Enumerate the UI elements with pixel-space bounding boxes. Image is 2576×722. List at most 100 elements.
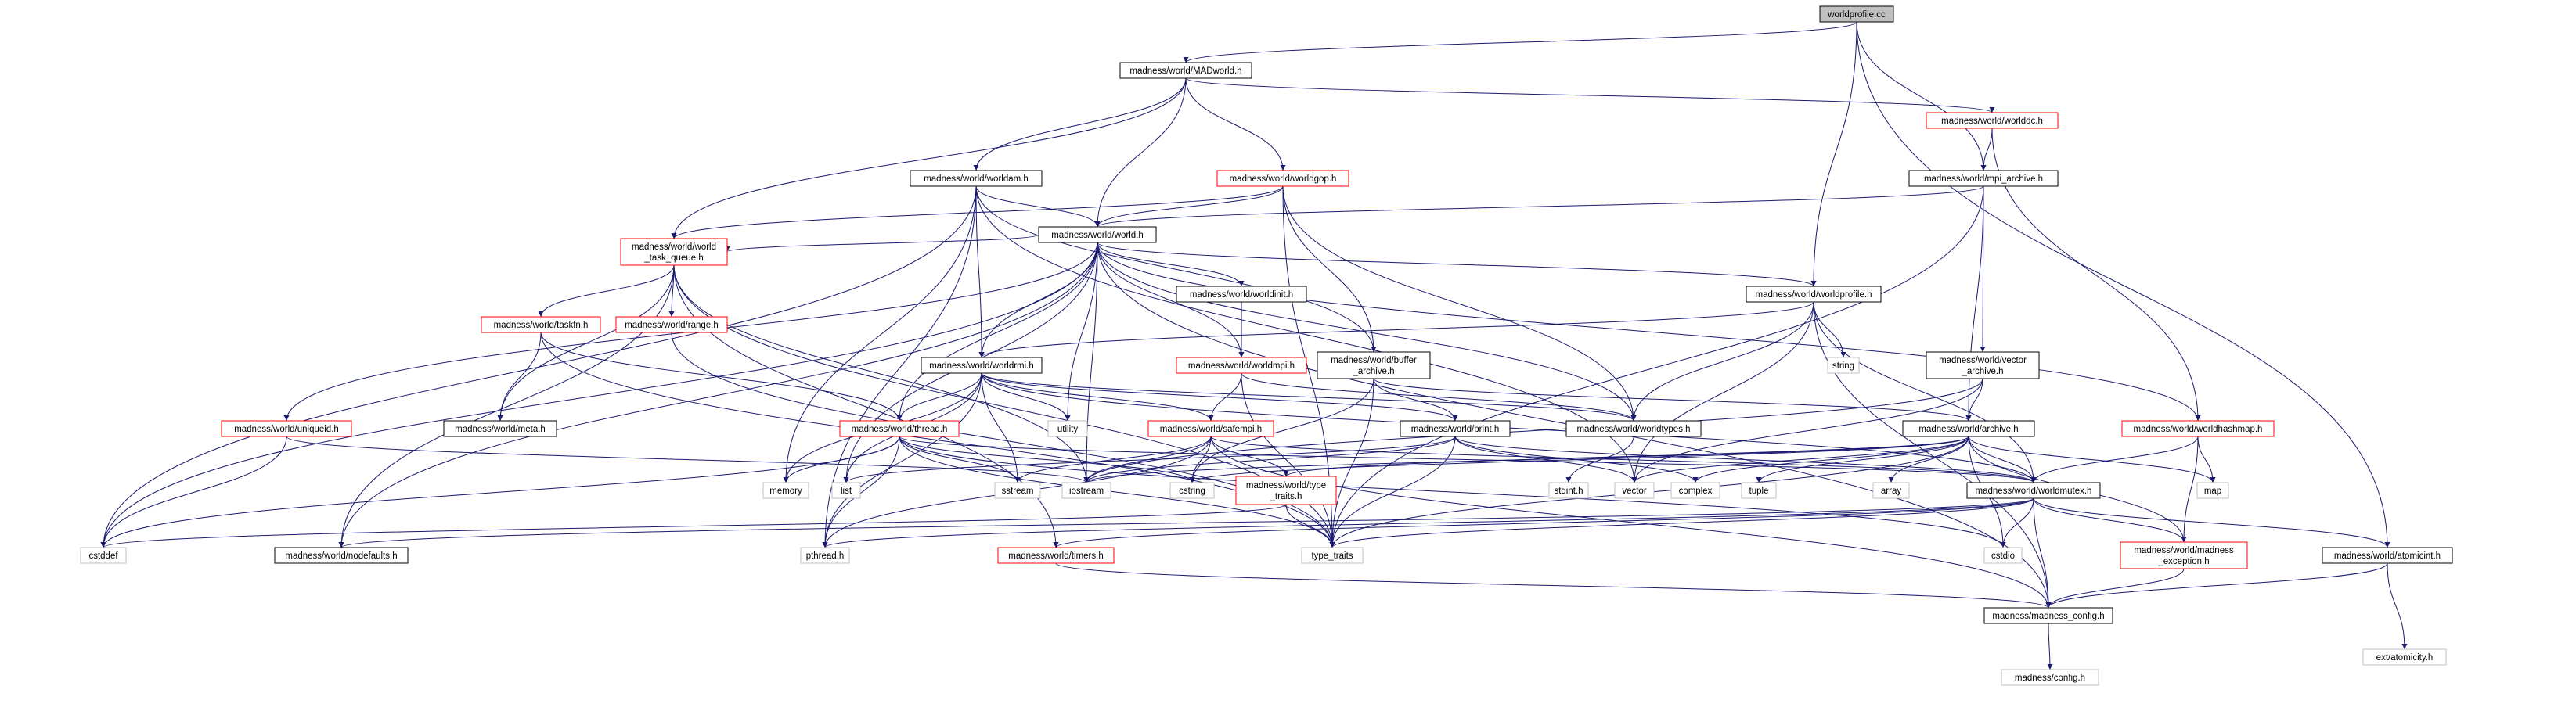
node-box bbox=[910, 170, 1043, 187]
node-nodefaults-h[interactable]: madness/world/nodefaults.h bbox=[274, 547, 409, 564]
node-type-traits-h[interactable]: madness/world/type _traits.h bbox=[1235, 476, 1337, 505]
node-cstring[interactable]: cstring bbox=[1169, 482, 1215, 499]
node-list[interactable]: list bbox=[831, 482, 861, 499]
node-map[interactable]: map bbox=[2196, 482, 2229, 499]
edge-worldprofile-h-to-worldrmi-h bbox=[978, 301, 1814, 358]
node-box bbox=[443, 420, 557, 437]
node-label: madness/world/worldmpi.h bbox=[1188, 361, 1295, 371]
node-sstream[interactable]: sstream bbox=[994, 482, 1041, 499]
node-meta-h[interactable]: madness/world/meta.h bbox=[443, 420, 557, 437]
edge-worldrmi-h-to-thread-h bbox=[896, 372, 982, 422]
edge-archive-h-to-array bbox=[1888, 436, 1969, 483]
node-box bbox=[1147, 420, 1274, 437]
node-stdint-h[interactable]: stdint.h bbox=[1548, 482, 1589, 499]
node-madworld-h[interactable]: madness/world/MADworld.h bbox=[1119, 62, 1252, 79]
node-range-h[interactable]: madness/world/range.h bbox=[615, 316, 728, 333]
node-label: pthread.h bbox=[806, 551, 845, 561]
node-utility[interactable]: utility bbox=[1047, 420, 1088, 437]
node-box bbox=[481, 316, 601, 333]
node-safempi-h[interactable]: madness/world/safempi.h bbox=[1147, 420, 1274, 437]
node-box bbox=[1670, 482, 1720, 499]
node-mpi-archive-h[interactable]: madness/world/mpi_archive.h bbox=[1908, 170, 2059, 187]
edge-uniqueid-h-to-cstddef bbox=[100, 436, 287, 548]
node-worldtypes-h[interactable]: madness/world/worldtypes.h bbox=[1565, 420, 1702, 437]
node-label: madness/world/timers.h bbox=[1008, 551, 1103, 561]
edge-madness-config-h-to-config-h bbox=[2047, 623, 2053, 670]
edge-worldgop-h-to-world-h bbox=[1094, 185, 1284, 228]
node-label: madness/world/worldgop.h bbox=[1230, 174, 1337, 184]
node-label: string bbox=[1832, 361, 1854, 371]
edge-thread-h-to-sstream bbox=[899, 436, 1021, 483]
node-box bbox=[2362, 648, 2447, 666]
node-box bbox=[1216, 170, 1349, 187]
node-vector-archive-h[interactable]: madness/world/vector_archive.h bbox=[1926, 351, 2040, 379]
edge-worldhashmap-h-to-madness-exception-h bbox=[2181, 436, 2199, 543]
node-box bbox=[221, 420, 352, 437]
node-memory[interactable]: memory bbox=[762, 482, 809, 499]
node-uniqueid-h[interactable]: madness/world/uniqueid.h bbox=[221, 420, 352, 437]
node-label: madness/world/nodefaults.h bbox=[285, 551, 397, 561]
edge-worldrmi-h-to-utility bbox=[981, 372, 1071, 422]
node-type-traits[interactable]: type_traits bbox=[1301, 547, 1364, 564]
edge-world-h-to-thread-h bbox=[896, 242, 1098, 422]
edge-worldgop-h-to-worldtypes-h bbox=[1282, 185, 1637, 422]
node-tuple[interactable]: tuple bbox=[1741, 482, 1777, 499]
node-world-task-queue-h[interactable]: madness/world/world_task_queue.h bbox=[620, 238, 728, 266]
edge-worldrmi-h-to-pthread-h bbox=[822, 372, 982, 548]
node-vector[interactable]: vector bbox=[1614, 482, 1655, 499]
node-box bbox=[1827, 357, 1860, 374]
node-print-h[interactable]: madness/world/print.h bbox=[1400, 420, 1511, 437]
node-madness-config-h[interactable]: madness/madness_config.h bbox=[1983, 607, 2113, 624]
edge-world-h-to-worldhashmap-h bbox=[1097, 242, 2201, 422]
node-box bbox=[274, 547, 409, 564]
node-archive-h[interactable]: madness/world/archive.h bbox=[1902, 420, 2035, 437]
node-world-h[interactable]: madness/world/world.h bbox=[1038, 226, 1157, 243]
node-label: madness/world/worldinit.h bbox=[1190, 290, 1293, 300]
node-atomicity-h[interactable]: ext/atomicity.h bbox=[2362, 648, 2447, 666]
edge-thread-h-to-type-traits bbox=[899, 436, 1335, 548]
edge-range-h-to-type-traits bbox=[671, 332, 1335, 548]
node-worldrmi-h[interactable]: madness/world/worldrmi.h bbox=[921, 357, 1043, 374]
node-config-h[interactable]: madness/config.h bbox=[2001, 669, 2099, 686]
node-box bbox=[1548, 482, 1589, 499]
node-worldmpi-h[interactable]: madness/world/worldmpi.h bbox=[1176, 357, 1307, 374]
node-box bbox=[1926, 351, 2040, 379]
node-taskfn-h[interactable]: madness/world/taskfn.h bbox=[481, 316, 601, 333]
node-box bbox=[994, 482, 1041, 499]
node-box bbox=[831, 482, 861, 499]
node-complex[interactable]: complex bbox=[1670, 482, 1720, 499]
node-label: worldprofile.cc bbox=[1827, 10, 1886, 20]
node-cstdio[interactable]: cstdio bbox=[1983, 547, 2023, 564]
node-timers-h[interactable]: madness/world/timers.h bbox=[997, 547, 1115, 564]
node-worldinit-h[interactable]: madness/world/worldinit.h bbox=[1176, 286, 1307, 303]
node-atomicint-h[interactable]: madness/world/atomicint.h bbox=[2322, 547, 2453, 564]
node-array[interactable]: array bbox=[1872, 482, 1910, 499]
node-label: madness/madness_config.h bbox=[1992, 612, 2104, 621]
node-label: _traits.h bbox=[1270, 492, 1302, 501]
node-cstddef[interactable]: cstddef bbox=[80, 547, 127, 564]
edge-archive-h-to-complex bbox=[1692, 436, 1969, 483]
node-worldmutex-h[interactable]: madness/world/worldmutex.h bbox=[1966, 482, 2101, 499]
edge-worldmutex-h-to-madness-exception-h bbox=[2033, 497, 2187, 543]
node-label: madness/world/type bbox=[1246, 481, 1326, 490]
edge-worldhashmap-h-to-map bbox=[2197, 436, 2216, 483]
node-box bbox=[1966, 482, 2101, 499]
node-worldam-h[interactable]: madness/world/worldam.h bbox=[910, 170, 1043, 187]
node-string[interactable]: string bbox=[1827, 357, 1860, 374]
edge-madness-exception-h-to-madness-config-h bbox=[2045, 568, 2185, 609]
node-worldprofile-h[interactable]: madness/world/worldprofile.h bbox=[1746, 286, 1882, 303]
edge-world-h-to-world-task-queue-h bbox=[724, 234, 1039, 253]
node-thread-h[interactable]: madness/world/thread.h bbox=[839, 420, 960, 437]
node-worldhashmap-h[interactable]: madness/world/worldhashmap.h bbox=[2121, 420, 2275, 437]
node-worlddc-h[interactable]: madness/world/worlddc.h bbox=[1926, 112, 2059, 129]
edge-worldrmi-h-to-safempi-h bbox=[981, 372, 1214, 422]
node-worldgop-h[interactable]: madness/world/worldgop.h bbox=[1216, 170, 1349, 187]
node-buffer-archive-h[interactable]: madness/world/buffer_archive.h bbox=[1317, 351, 1431, 379]
node-pthread-h[interactable]: pthread.h bbox=[800, 547, 850, 564]
node-box bbox=[1301, 547, 1364, 564]
node-iostream[interactable]: iostream bbox=[1061, 482, 1111, 499]
node-box bbox=[2322, 547, 2453, 564]
node-madness-exception-h[interactable]: madness/world/madness_exception.h bbox=[2120, 541, 2248, 569]
node-box bbox=[1400, 420, 1511, 437]
edge-world-h-to-worldinit-h bbox=[1097, 242, 1245, 287]
